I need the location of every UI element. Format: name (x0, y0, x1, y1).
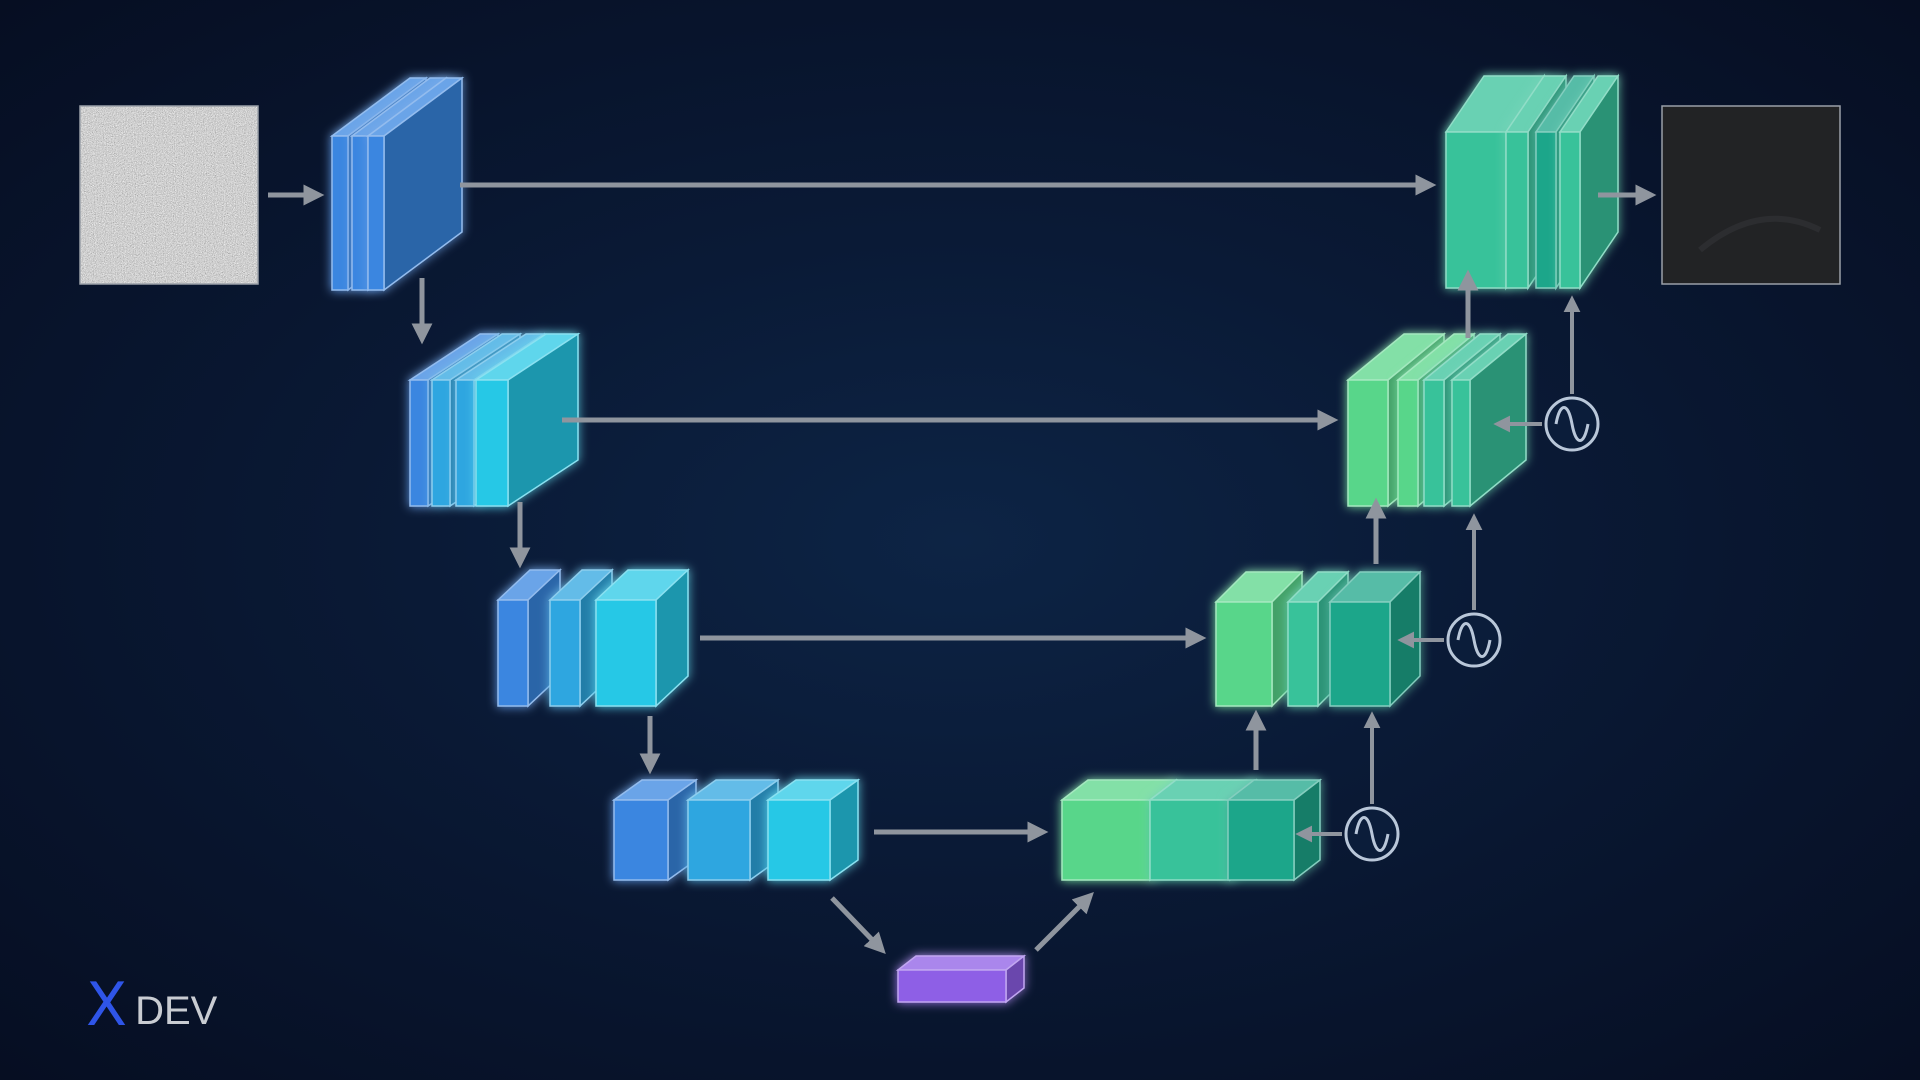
xdev-logo: X DEV (86, 975, 217, 1035)
encoder-l4-cube (765, 778, 861, 882)
decoder-l1-slab (1558, 73, 1620, 291)
encoder-l4-cube (685, 778, 781, 882)
input-noise-image (79, 105, 259, 285)
bottleneck-block (895, 954, 1027, 1004)
arrow-from-bottleneck (1034, 892, 1094, 952)
logo-text: DEV (135, 989, 218, 1033)
encoder-l2-slab (473, 332, 581, 508)
arrow-to-bottleneck (830, 896, 886, 955)
output-denoised-image (1661, 105, 1841, 285)
encoder-l1-slab (365, 76, 465, 292)
logo-x-mark: X (86, 970, 128, 1040)
time-embedding-l3 (1397, 513, 1502, 668)
decoder-l3-slab (1328, 570, 1422, 708)
time-embedding-l4 (1295, 711, 1400, 862)
encoder-l3-slab (594, 568, 690, 708)
encoder-l4-cube (611, 778, 699, 882)
time-embedding-l2 (1493, 295, 1600, 452)
decoder-l4-cube (1225, 778, 1323, 882)
